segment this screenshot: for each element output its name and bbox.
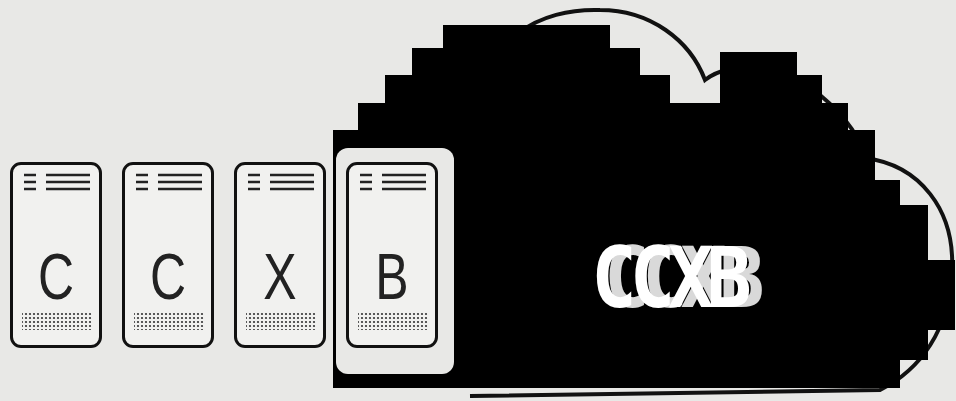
card-letter: X <box>246 245 313 309</box>
server-card: C <box>10 162 102 348</box>
card-letter: C <box>134 245 201 309</box>
card-letter: B <box>358 245 425 309</box>
card-letter: C <box>22 245 89 309</box>
backing-plate <box>336 148 454 374</box>
cloud-label: CCXB <box>520 236 817 320</box>
pixel-cloud <box>333 25 955 388</box>
server-card: B <box>346 162 438 348</box>
server-card: C <box>122 162 214 348</box>
server-card: X <box>234 162 326 348</box>
